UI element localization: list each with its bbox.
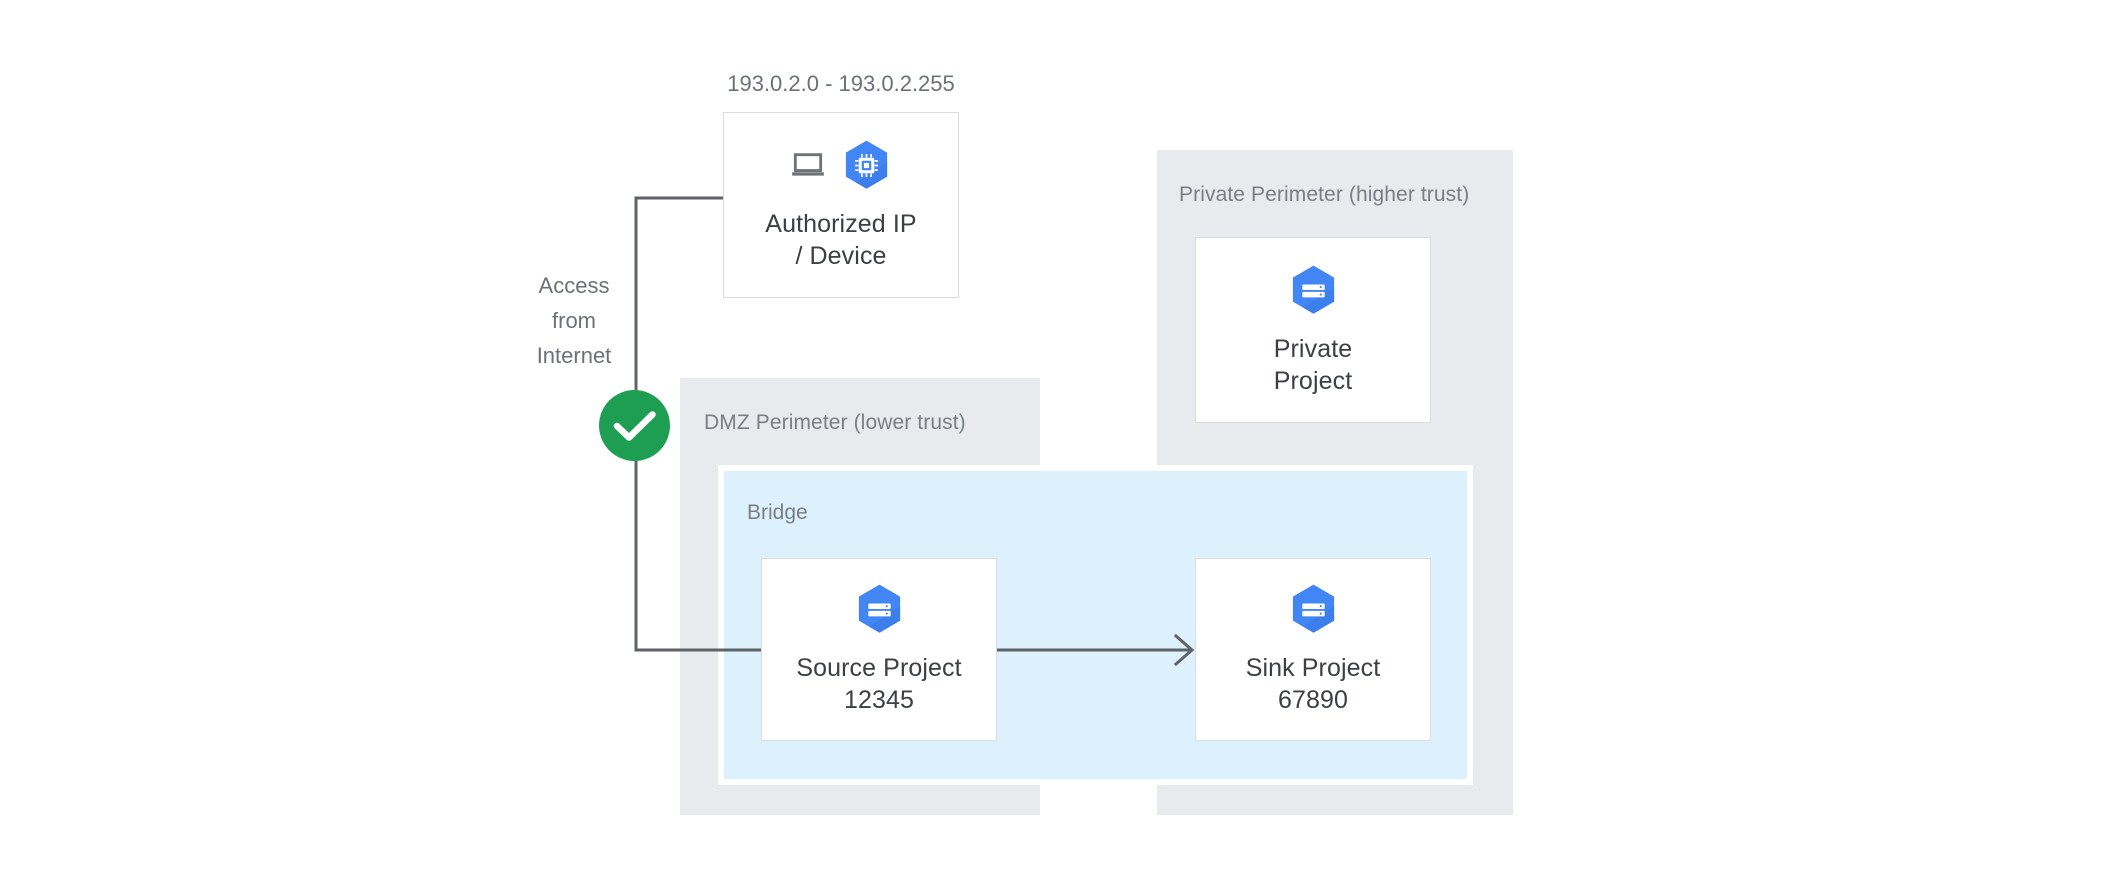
- project-hexagon-icon: [1292, 265, 1334, 314]
- node-icon-group: [1286, 582, 1341, 637]
- check-circle-background: [599, 390, 670, 461]
- node-icon-group: [789, 138, 894, 193]
- perimeter-private-label: Private Perimeter (higher trust): [1179, 183, 1470, 206]
- node-icon-group: [852, 582, 907, 637]
- node-sink-project-label: Sink Project 67890: [1245, 654, 1381, 714]
- perimeter-dmz-label: DMZ Perimeter (lower trust): [704, 411, 966, 434]
- node-authorized-ip-device[interactable]: Authorized IP / Device: [723, 112, 959, 298]
- node-icon-group: [1286, 263, 1341, 318]
- node-sink-project[interactable]: Sink Project 67890: [1195, 558, 1431, 741]
- node-private-project[interactable]: Private Project: [1195, 237, 1431, 423]
- laptop-icon: [791, 153, 824, 176]
- node-private-project-label: Private Project: [1273, 334, 1353, 395]
- project-hexagon-icon: [1292, 584, 1334, 633]
- perimeter-bridge-label: Bridge: [747, 501, 808, 524]
- access-from-internet-label: Access from Internet: [536, 273, 612, 369]
- node-source-project[interactable]: Source Project 12345: [761, 558, 997, 741]
- compute-chip-hexagon-icon: [845, 140, 887, 189]
- project-hexagon-icon: [858, 584, 900, 633]
- access-allowed-badge[interactable]: [599, 390, 670, 461]
- node-authorized-ip-device-label: Authorized IP / Device: [765, 209, 917, 270]
- ip-range-label: 193.0.2.0 - 193.0.2.255: [727, 71, 955, 96]
- node-source-project-label: Source Project 12345: [796, 654, 962, 714]
